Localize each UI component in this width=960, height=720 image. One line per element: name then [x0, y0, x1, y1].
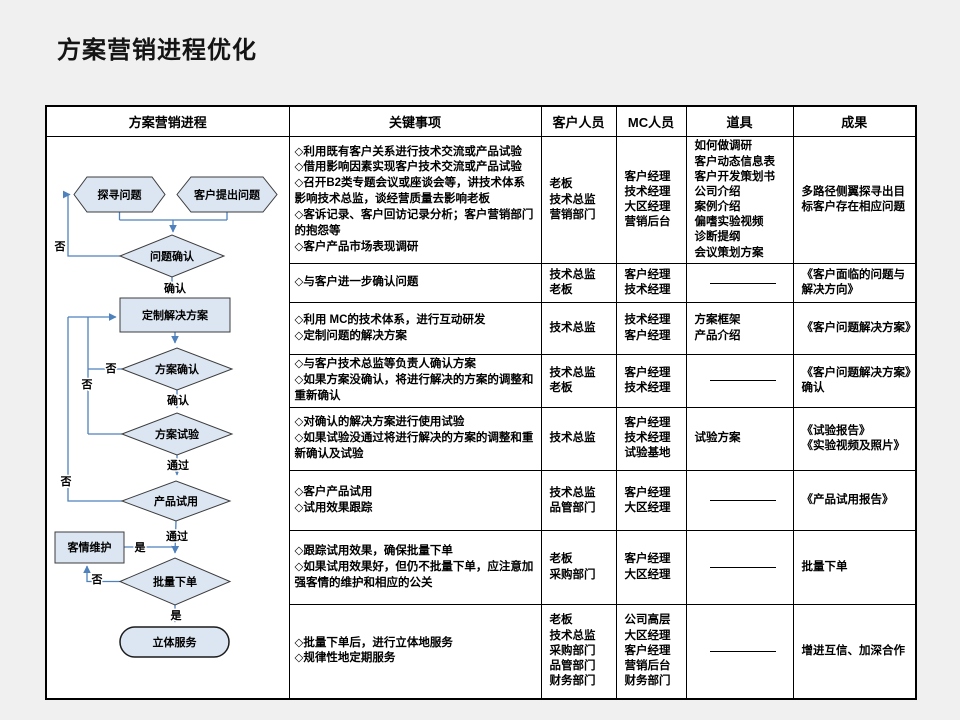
- key-items-cell: ◇跟踪试用效果，确保批量下单 ◇如果试用效果好，但仍不批量下单，应注意加强客情的…: [288, 530, 542, 605]
- node-custom-solution-label: 定制解决方案: [142, 308, 209, 322]
- props-cell: [685, 530, 794, 605]
- label-yes: 是: [134, 541, 147, 554]
- node-product-trial: [120, 480, 232, 522]
- label-no: 否: [81, 378, 93, 391]
- node-solution-confirm-label: 方案确认: [155, 362, 200, 376]
- customer-cell: 技术总监 老板: [540, 263, 617, 304]
- table-row: ◇批量下单后，进行立体地服务 ◇规律性地定期服务老板 技术总监 采购部门 品管部…: [46, 603, 917, 700]
- table-row: ◇与客户进一步确认问题技术总监 老板客户经理 技术经理 《客户面临的问题与解决方向…: [46, 263, 917, 304]
- node-bulk-order-label: 批量下单: [153, 575, 197, 589]
- label-pass: 通过: [167, 458, 189, 472]
- props-cell: 方案框架 产品介绍: [685, 302, 794, 355]
- node-problem-confirm-label: 问题确认: [150, 249, 195, 263]
- result-cell: 《试验报告》 《实验视频及照片》: [792, 406, 917, 472]
- flow-connectors: [62, 190, 228, 623]
- col-header-result: 成果: [792, 105, 917, 137]
- mc-cell: 客户经理 技术经理 试验基地: [615, 406, 687, 472]
- label-no: 否: [54, 240, 66, 253]
- mc-cell: 客户经理 大区经理: [615, 530, 687, 605]
- props-cell: 试验方案: [685, 406, 794, 472]
- node-explore-problem: [73, 176, 166, 213]
- page-title: 方案营销进程优化: [57, 37, 257, 64]
- node-problem-confirm: [118, 234, 226, 278]
- label-pass: 通过: [166, 529, 188, 543]
- label-no: 否: [91, 573, 103, 586]
- props-cell: [685, 263, 794, 304]
- result-cell: 多路径侧翼探寻出目标客户存在相应问题: [792, 135, 917, 265]
- customer-cell: 技术总监 老板: [540, 353, 617, 408]
- customer-cell: 老板 技术总监 采购部门 品管部门 财务部门: [540, 603, 617, 700]
- props-cell: 如何做调研 客户动态信息表 客户开发策划书 公司介绍 案例介绍 偏嗜实验视频 诊…: [685, 135, 794, 265]
- table-row: ◇跟踪试用效果，确保批量下单 ◇如果试用效果好，但仍不批量下单，应注意加强客情的…: [46, 530, 917, 605]
- node-product-trial-label: 产品试用: [154, 494, 198, 508]
- node-solution-trial: [120, 412, 234, 456]
- props-cell: [685, 470, 794, 532]
- blank-line: [709, 380, 776, 382]
- node-custom-solution: [119, 297, 231, 333]
- props-cell: [685, 353, 794, 408]
- header-row: 方案营销进程 关键事项 客户人员 MC人员 道具 成果: [45, 105, 917, 137]
- col-header-key-items: 关键事项: [288, 105, 542, 137]
- col-header-process: 方案营销进程: [45, 105, 290, 137]
- node-stereo-service: [119, 626, 230, 658]
- node-relation-maintenance-label: 客情维护: [67, 540, 112, 554]
- result-cell: 批量下单: [792, 530, 917, 605]
- node-stereo-service-label: 立体服务: [153, 635, 198, 649]
- result-cell: 《客户问题解决方案》确认: [792, 353, 917, 408]
- label-no: 否: [105, 362, 117, 375]
- customer-cell: 老板 技术总监 营销部门: [540, 135, 617, 265]
- node-explore-problem-label: 探寻问题: [98, 188, 143, 202]
- node-solution-trial-label: 方案试验: [155, 427, 200, 441]
- mc-cell: 客户经理 大区经理: [615, 470, 687, 532]
- key-items-cell: ◇客户产品试用 ◇试用效果跟踪: [288, 470, 542, 532]
- mc-cell: 客户经理 技术经理 大区经理 营销后台: [615, 135, 687, 265]
- result-cell: 《客户问题解决方案》: [792, 302, 917, 355]
- col-header-customer: 客户人员: [540, 105, 617, 137]
- blank-line: [709, 567, 776, 569]
- mc-cell: 技术经理 客户经理: [615, 302, 687, 355]
- result-cell: 《客户面临的问题与解决方向》: [792, 263, 917, 304]
- table-row: ◇对确认的解决方案进行使用试验 ◇如果试验没通过将进行解决的方案的调整和重新确认…: [46, 406, 917, 472]
- node-customer-raise-problem-label: 客户提出问题: [193, 188, 261, 202]
- key-items-cell: ◇批量下单后，进行立体地服务 ◇规律性地定期服务: [288, 603, 542, 700]
- label-confirm: 确认: [167, 393, 190, 407]
- flowchart-svg: 探寻问题 客户提出问题 问题确认 定制解决方案 方案确认 方案试验 产品试用: [52, 176, 278, 658]
- table-row: 探寻问题 客户提出问题 问题确认 定制解决方案 方案确认 方案试验 产品试用: [45, 135, 917, 700]
- node-customer-raise-problem: [176, 176, 278, 213]
- customer-cell: 技术总监: [540, 406, 617, 472]
- blank-line: [709, 500, 776, 502]
- label-yes: 是: [170, 609, 183, 622]
- mc-cell: 公司高层 大区经理 客户经理 营销后台 财务部门: [615, 603, 687, 700]
- node-bulk-order: [118, 557, 232, 606]
- col-header-props: 道具: [685, 105, 794, 137]
- node-relation-maintenance: [54, 531, 125, 564]
- flowchart-cell: 探寻问题 客户提出问题 问题确认 定制解决方案 方案确认 方案试验 产品试用: [45, 136, 290, 700]
- props-cell: [685, 603, 794, 700]
- label-no: 否: [60, 475, 72, 488]
- customer-cell: 老板 采购部门: [540, 530, 617, 605]
- key-items-cell: ◇与客户技术总监等负责人确认方案 ◇如果方案没确认，将进行解决的方案的调整和重新…: [288, 353, 542, 408]
- blank-line: [709, 282, 776, 284]
- key-items-cell: ◇利用 MC的技术体系，进行互动研发 ◇定制问题的解决方案: [288, 302, 542, 355]
- result-cell: 《产品试用报告》: [792, 470, 917, 532]
- key-items-cell: ◇利用既有客户关系进行技术交流或产品试验 ◇借用影响因素实现客户技术交流或产品试…: [288, 135, 542, 265]
- table-row: ◇客户产品试用 ◇试用效果跟踪技术总监 品管部门客户经理 大区经理 《产品试用报告…: [46, 470, 917, 532]
- mc-cell: 客户经理 技术经理: [615, 263, 687, 304]
- blank-line: [709, 650, 776, 652]
- process-table: 方案营销进程 关键事项 客户人员 MC人员 道具 成果: [45, 105, 917, 700]
- customer-cell: 技术总监 品管部门: [540, 470, 617, 532]
- col-header-mc: MC人员: [615, 105, 687, 137]
- customer-cell: 技术总监: [540, 302, 617, 355]
- label-confirm: 确认: [164, 281, 187, 295]
- node-solution-confirm: [120, 347, 234, 391]
- key-items-cell: ◇对确认的解决方案进行使用试验 ◇如果试验没通过将进行解决的方案的调整和重新确认…: [288, 406, 542, 472]
- mc-cell: 客户经理 技术经理: [615, 353, 687, 408]
- result-cell: 增进互信、加深合作: [792, 603, 917, 700]
- key-items-cell: ◇与客户进一步确认问题: [288, 263, 542, 304]
- table-row: ◇利用 MC的技术体系，进行互动研发 ◇定制问题的解决方案技术总监技术经理 客户…: [46, 302, 917, 355]
